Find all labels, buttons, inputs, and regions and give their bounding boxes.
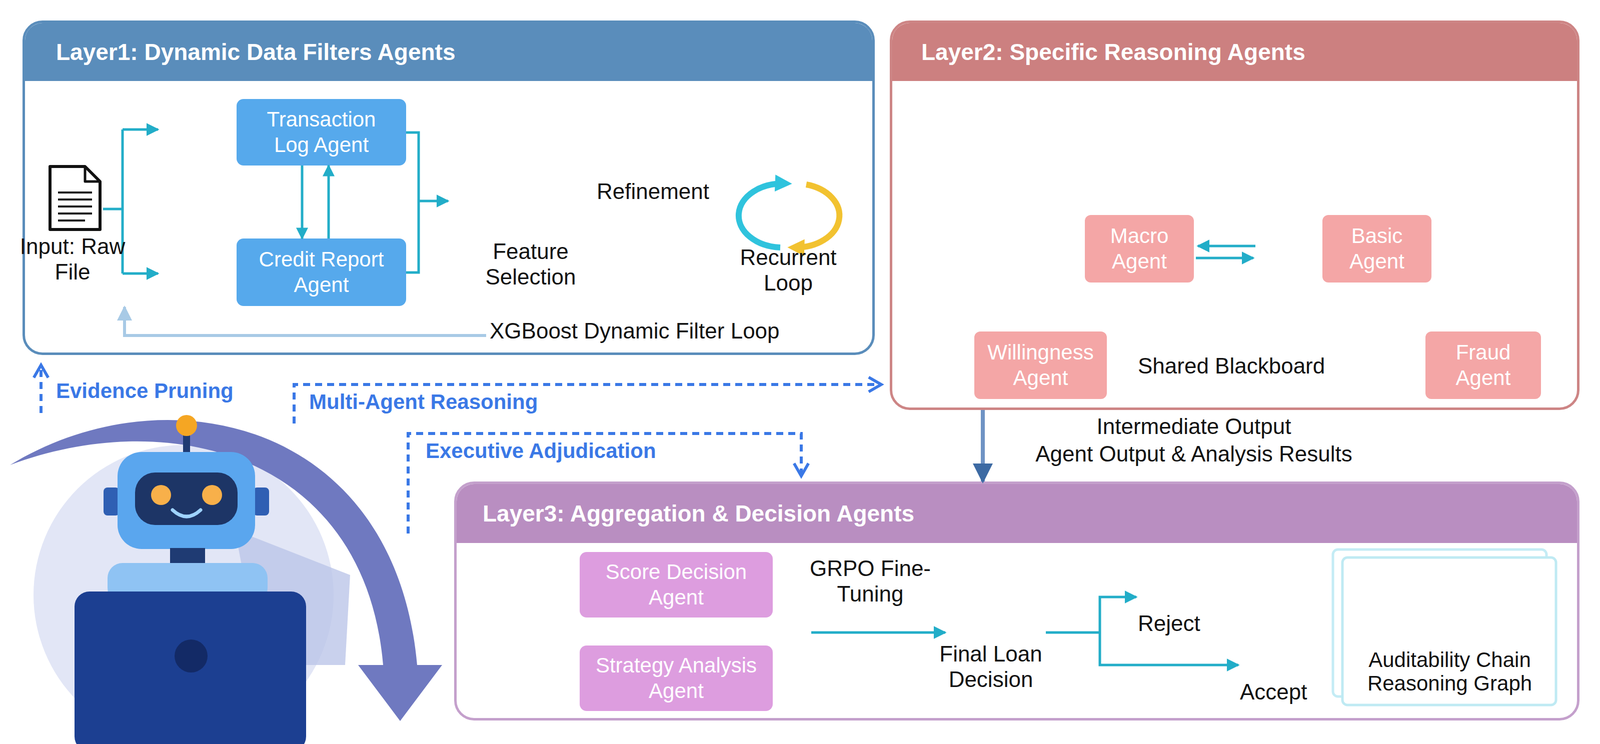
box-text: Score Decision Agent bbox=[589, 559, 763, 611]
box-text: Strategy Analysis Agent bbox=[589, 653, 763, 704]
agent-box: Score Decision Agent bbox=[579, 552, 773, 618]
front-frame bbox=[1342, 557, 1556, 706]
agent-box: Basic Agent bbox=[1322, 215, 1432, 283]
control-arrows bbox=[41, 365, 882, 534]
free-label: Multi-Agent Reasoning bbox=[309, 390, 538, 415]
flow-wires bbox=[103, 129, 1256, 666]
box-text: Credit Report Agent bbox=[246, 247, 397, 298]
flow-arrow bbox=[980, 410, 985, 482]
loop-icon bbox=[738, 183, 840, 248]
free-label: Evidence Pruning bbox=[56, 379, 234, 404]
feedback-loop bbox=[124, 307, 487, 336]
agent-box: Strategy Analysis Agent bbox=[579, 645, 773, 712]
stacked-frame: Auditability Chain Reasoning Graph bbox=[1331, 548, 1558, 708]
layer-panel: Layer3: Aggregation & Decision AgentsSco… bbox=[454, 481, 1580, 721]
box-text: Macro Agent bbox=[1089, 223, 1189, 275]
agent-box: Willingness Agent bbox=[974, 331, 1107, 400]
free-label: Agent Output & Analysis Results bbox=[993, 441, 1394, 468]
agent-box: Transaction Log Agent bbox=[236, 99, 407, 166]
box-text: Transaction Log Agent bbox=[246, 107, 397, 158]
agent-box: Fraud Agent bbox=[1425, 331, 1541, 400]
connector-arrow bbox=[327, 165, 331, 239]
panel-title: Layer2: Specific Reasoning Agents bbox=[892, 23, 1577, 82]
box-text: Willingness Agent bbox=[979, 340, 1102, 391]
free-label: Intermediate Output bbox=[1043, 414, 1344, 440]
document-icon bbox=[50, 166, 101, 230]
layer-panel: Layer2: Specific Reasoning AgentsMacro A… bbox=[889, 20, 1580, 411]
box-text: Basic Agent bbox=[1327, 223, 1427, 275]
panel-title: Layer3: Aggregation & Decision Agents bbox=[456, 484, 1577, 544]
connector-arrow bbox=[301, 165, 304, 239]
agent-box: Credit Report Agent bbox=[236, 238, 407, 307]
free-label: Executive Adjudication bbox=[425, 439, 657, 464]
layer-panel: Layer1: Dynamic Data Filters AgentsTrans… bbox=[22, 20, 875, 356]
robot-illustration bbox=[10, 415, 443, 744]
panel-title: Layer1: Dynamic Data Filters Agents bbox=[25, 23, 873, 82]
box-text: Fraud Agent bbox=[1430, 340, 1536, 391]
frame-text: Auditability Chain Reasoning Graph bbox=[1343, 648, 1556, 696]
agent-box: Macro Agent bbox=[1084, 215, 1194, 283]
